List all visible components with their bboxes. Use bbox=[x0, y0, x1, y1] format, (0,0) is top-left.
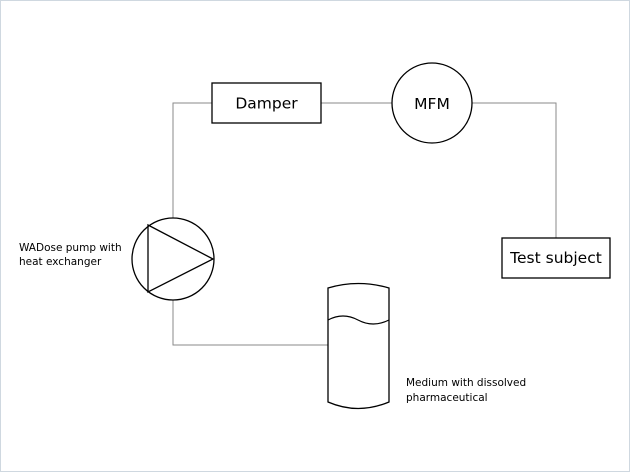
pipe-pump-to-damper bbox=[172, 102, 212, 219]
pipe-mfm-to-test-subject bbox=[472, 102, 557, 238]
pipes bbox=[172, 102, 557, 346]
pump-icon bbox=[131, 217, 215, 301]
test-subject-box: Test subject bbox=[501, 237, 611, 279]
damper-box: Damper bbox=[211, 82, 322, 124]
pipe-medium-to-pump bbox=[172, 300, 339, 346]
pump-label-line2: heat exchanger bbox=[19, 256, 102, 268]
medium-label-line2: pharmaceutical bbox=[406, 392, 488, 404]
medium-vessel-icon bbox=[327, 282, 390, 410]
damper-label: Damper bbox=[235, 95, 298, 113]
mfm-label: MFM bbox=[414, 95, 450, 113]
pump-label-line1: WADose pump with bbox=[19, 242, 122, 254]
test-subject-label: Test subject bbox=[509, 249, 602, 267]
medium-label-line1: Medium with dissolved bbox=[406, 377, 526, 389]
mfm-circle: MFM bbox=[391, 62, 473, 144]
